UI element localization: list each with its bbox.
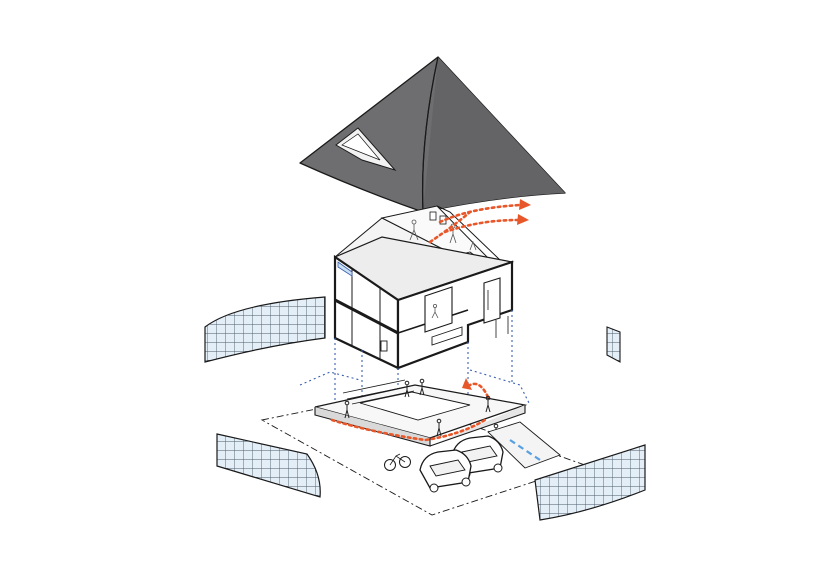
main-volume bbox=[333, 236, 515, 420]
roof-skylight bbox=[335, 127, 397, 171]
pitched-roof bbox=[299, 56, 566, 213]
ground-deck bbox=[314, 378, 528, 447]
parking-pad bbox=[487, 421, 561, 469]
site-boundary bbox=[260, 369, 587, 516]
curtain-wall-panel-right-lower bbox=[534, 444, 646, 521]
curtain-wall-panel-right-small bbox=[606, 326, 621, 363]
curtain-wall-panel-left-lower bbox=[216, 433, 321, 498]
window-large bbox=[424, 286, 453, 333]
airflow-arrows bbox=[428, 199, 531, 399]
bicycle bbox=[384, 453, 411, 471]
curtain-wall-panel-left-upper bbox=[204, 296, 326, 363]
doorway bbox=[483, 277, 501, 324]
parked-car-front bbox=[419, 449, 472, 493]
